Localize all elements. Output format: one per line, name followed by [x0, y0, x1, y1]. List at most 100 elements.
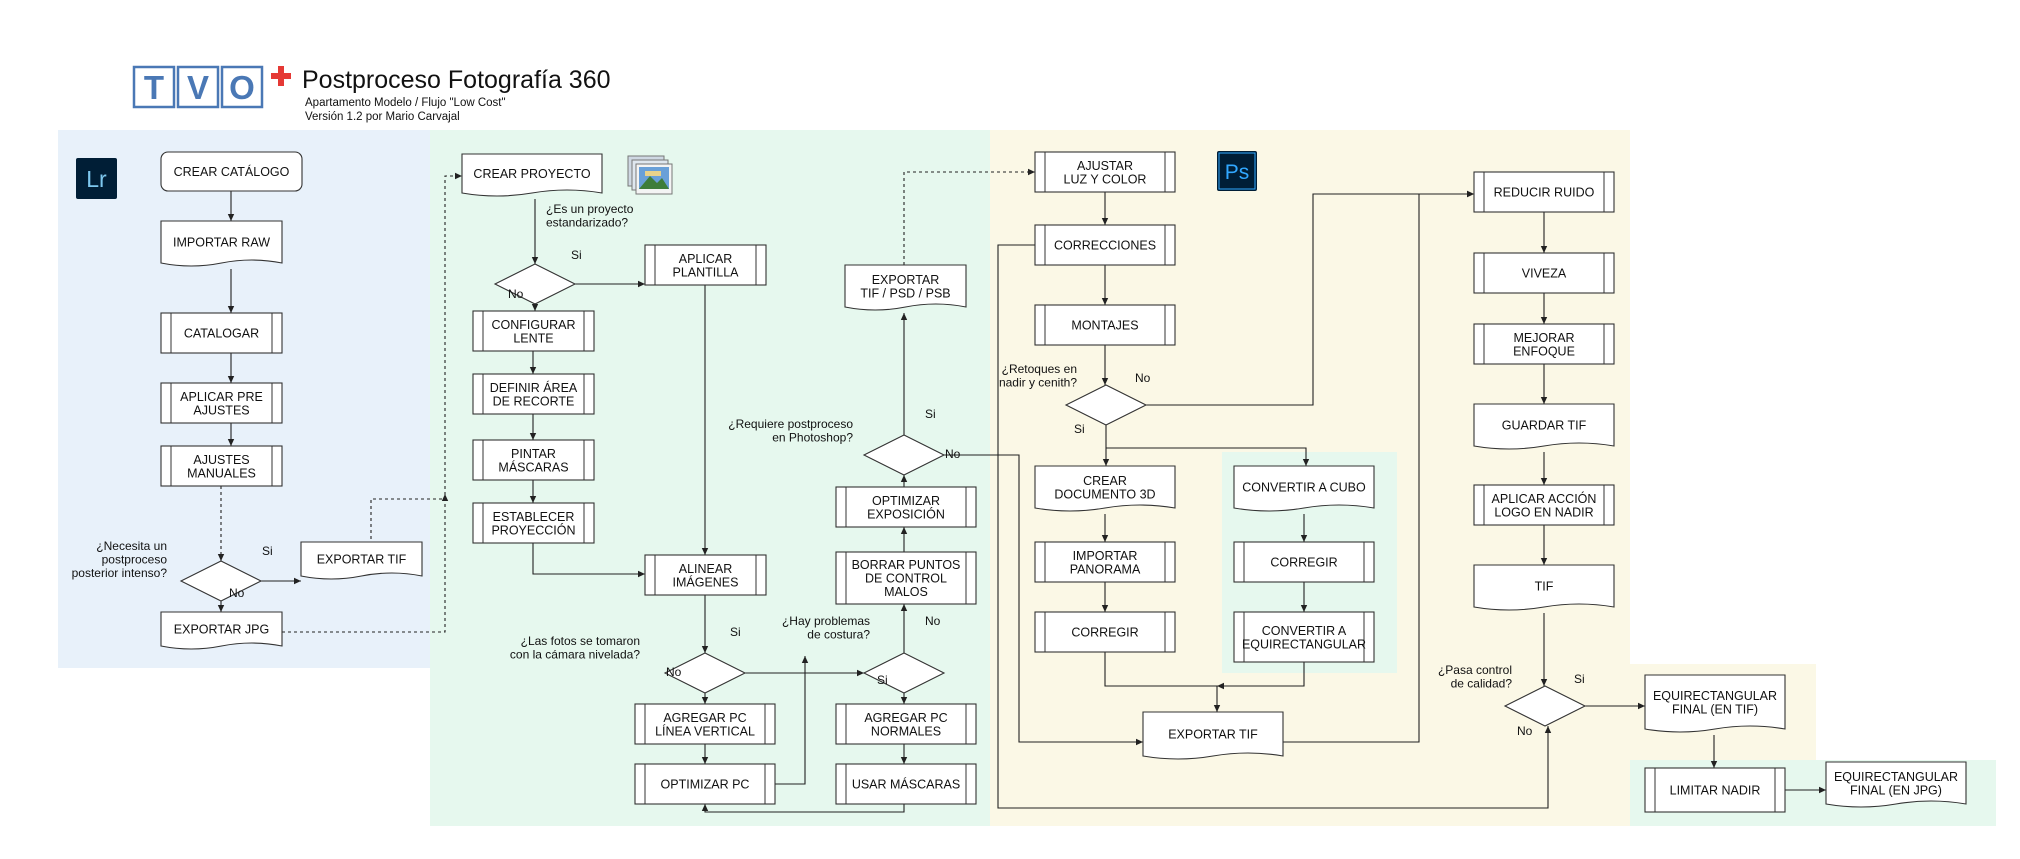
annotation-text: No — [925, 614, 941, 628]
node-crear-proyecto: CREAR PROYECTO — [461, 153, 603, 197]
node-importar-raw: IMPORTAR RAW — [160, 220, 283, 267]
node-label: ALINEAR — [679, 562, 733, 576]
node-label: LÍNEA VERTICAL — [655, 723, 755, 738]
node-label: TIF / PSD / PSB — [860, 286, 950, 300]
annotation-text: estandarizado? — [546, 216, 628, 230]
annotation-text: en Photoshop? — [772, 431, 853, 445]
process-box — [1473, 323, 1615, 365]
node-corregir-cubo: CORREGIR — [1233, 541, 1375, 583]
annotation-no: No — [945, 447, 961, 461]
node-label: APLICAR — [679, 252, 733, 266]
annotation-yes: Si — [1074, 422, 1085, 436]
edge-connector — [1217, 662, 1305, 690]
annotation-no: No — [1135, 371, 1151, 385]
process-box — [835, 703, 977, 745]
node-label: LENTE — [513, 331, 553, 345]
page-title: Postproceso Fotografía 360 — [302, 66, 611, 94]
process-box — [1034, 224, 1176, 266]
annotation-text: No — [945, 447, 961, 461]
annotation-text: ¿Retoques en — [1002, 362, 1077, 376]
node-label: EXPORTAR TIF — [1168, 728, 1258, 742]
node-tif: TIF — [1473, 564, 1615, 611]
annotation-yes: Si — [877, 673, 888, 687]
node-label: FINAL (EN TIF) — [1672, 702, 1758, 716]
node-label: REDUCIR RUIDO — [1494, 186, 1595, 200]
node-label: DE CONTROL — [865, 572, 947, 586]
node-exportar-jpg: EXPORTAR JPG — [160, 611, 283, 650]
annotation-text: Si — [1574, 672, 1585, 686]
node-correcciones: CORRECCIONES — [1034, 224, 1176, 266]
annotation-no: No — [508, 287, 524, 301]
page-subtitle: Apartamento Modelo / Flujo "Low Cost" — [305, 97, 506, 109]
annotation-text: ¿Las fotos se tomaron — [521, 634, 640, 648]
annotation-text: Si — [730, 625, 741, 639]
node-label: MEJORAR — [1513, 331, 1574, 345]
edge-connector — [282, 172, 462, 633]
node-label: DEFINIR ÁREA — [490, 380, 578, 395]
node-label: PINTAR — [511, 447, 556, 461]
decision-nivelada — [663, 652, 747, 694]
document-box — [160, 220, 283, 267]
annotation-text: No — [666, 665, 682, 679]
annotation-text: No — [229, 586, 245, 600]
logo-letter-o: O — [229, 69, 255, 106]
node-label: CORREGIR — [1270, 556, 1337, 570]
document-box — [1034, 465, 1176, 512]
annotation-text: posterior intenso? — [72, 566, 168, 580]
node-optimizar-pc: OPTIMIZAR PC — [634, 763, 776, 805]
document-box — [1825, 761, 1967, 808]
process-box — [1473, 171, 1615, 213]
annotation-yes: Si — [262, 544, 273, 558]
document-box — [1142, 711, 1284, 760]
photoshop-badge-label: Ps — [1225, 161, 1250, 184]
process-box — [472, 310, 595, 352]
node-montajes: MONTAJES — [1034, 304, 1176, 346]
node-label: BORRAR PUNTOS — [852, 558, 961, 572]
node-label: EXPORTAR JPG — [174, 623, 269, 637]
node-label: LUZ Y COLOR — [1064, 172, 1147, 186]
process-box — [160, 445, 283, 487]
annotation-text: Si — [925, 407, 936, 421]
node-label: CORRECCIONES — [1054, 239, 1156, 253]
node-label: APLICAR ACCIÓN — [1492, 491, 1597, 506]
logo-box-t — [132, 65, 176, 109]
edge-connector — [944, 454, 1143, 746]
node-label: PLANTILLA — [672, 265, 739, 279]
node-label: EXPOSICIÓN — [867, 506, 945, 521]
node-usar-mascaras: USAR MÁSCARAS — [835, 763, 977, 805]
edge-connector — [1146, 190, 1474, 406]
node-label: FINAL (EN JPG) — [1850, 783, 1942, 797]
node-reducir-ruido: REDUCIR RUIDO — [1473, 171, 1615, 213]
node-viveza: VIVEZA — [1473, 252, 1615, 294]
decision-diamond — [663, 652, 747, 694]
edge-connector — [532, 543, 645, 578]
process-box — [1034, 151, 1176, 193]
decision-diamond — [179, 560, 263, 602]
node-label: VIVEZA — [1522, 267, 1567, 281]
process-box — [1644, 767, 1786, 813]
logo-letter-v: V — [187, 69, 209, 106]
edge-connector — [775, 656, 809, 785]
node-label: CREAR — [1083, 474, 1127, 488]
annotation-yes: Si — [571, 248, 582, 262]
node-label: PROYECCIÓN — [491, 522, 575, 537]
node-label: AJUSTAR — [1077, 159, 1133, 173]
process-box — [1233, 611, 1375, 663]
node-label: ESTABLECER — [493, 510, 575, 524]
annotation-text: No — [1517, 724, 1533, 738]
node-crear-catalogo: CREAR CATÁLOGO — [160, 151, 303, 192]
annotation-text: No — [1135, 371, 1151, 385]
decision-diamond — [862, 652, 946, 694]
node-limitar-nadir: LIMITAR NADIR — [1644, 767, 1786, 813]
process-box — [634, 703, 776, 745]
node-label: CREAR PROYECTO — [473, 167, 590, 181]
